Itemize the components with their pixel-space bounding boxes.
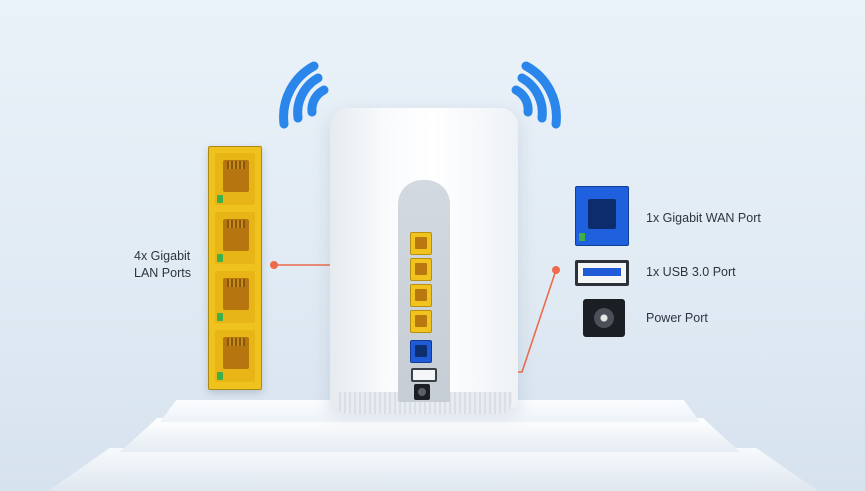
- wan-port-icon: [575, 186, 629, 246]
- wifi-signal-icon-right: [511, 61, 561, 129]
- lan-port-icon: [215, 271, 255, 323]
- power-label: Power Port: [646, 311, 708, 325]
- display-platform-middle: [120, 418, 740, 452]
- router-lan-port: [410, 310, 432, 333]
- lan-port-icon: [215, 153, 255, 205]
- lan-port-icon: [215, 330, 255, 382]
- display-platform-bottom: [48, 448, 818, 491]
- router-usb-port: [411, 368, 437, 382]
- router-rear-panel: [398, 180, 450, 402]
- router-lan-port: [410, 258, 432, 281]
- lan-label: 4x Gigabit LAN Ports: [134, 248, 191, 282]
- router-lan-port: [410, 284, 432, 307]
- router-power-port: [414, 384, 430, 400]
- lan-label-line2: LAN Ports: [134, 266, 191, 280]
- lan-label-line1: 4x Gigabit: [134, 249, 191, 263]
- usb-label: 1x USB 3.0 Port: [646, 265, 736, 279]
- wifi-signal-icon-left: [279, 61, 329, 129]
- power-port-icon: [583, 299, 625, 337]
- wan-label: 1x Gigabit WAN Port: [646, 211, 761, 225]
- router-wan-port: [410, 340, 432, 363]
- router-lan-port: [410, 232, 432, 255]
- usb-port-icon: [575, 260, 629, 286]
- router-base-vents: [336, 392, 512, 414]
- lan-ports-enlarged: [208, 146, 262, 390]
- lan-port-icon: [215, 212, 255, 264]
